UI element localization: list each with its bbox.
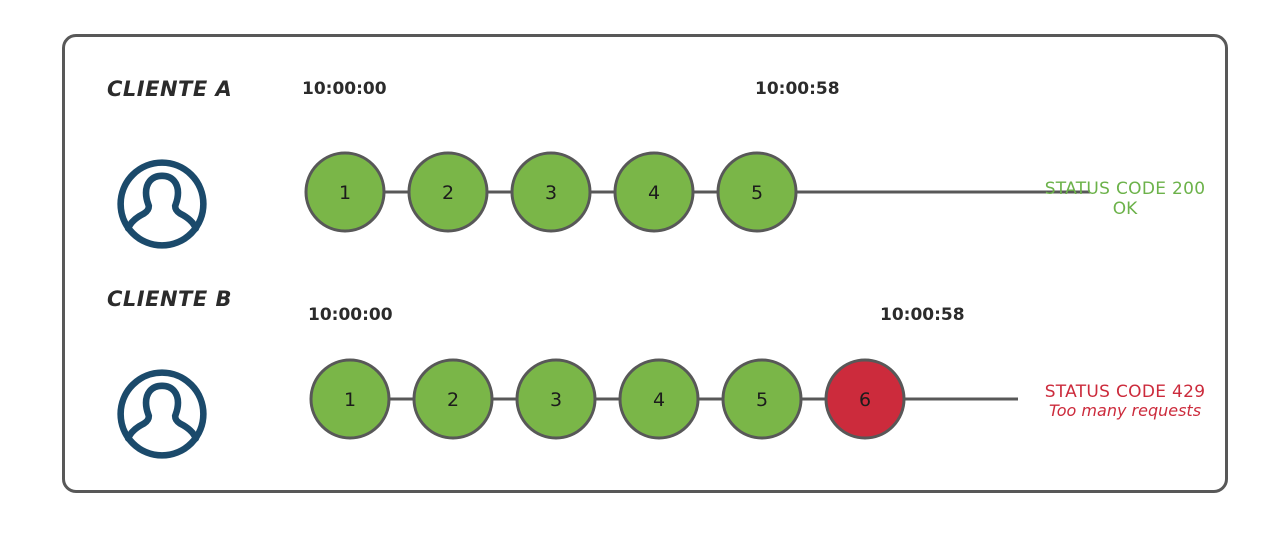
request-node[interactable]: 4 <box>618 358 700 440</box>
request-node-number: 4 <box>653 389 665 411</box>
client-label-a: CLIENTE A <box>107 77 233 101</box>
request-node-number: 6 <box>859 389 871 411</box>
request-node[interactable]: 1 <box>304 151 386 233</box>
timestamp-start-a: 10:00:00 <box>302 79 387 99</box>
client-label-b: CLIENTE B <box>107 287 233 311</box>
request-node[interactable]: 2 <box>412 358 494 440</box>
request-node-number: 5 <box>751 182 763 204</box>
request-node-number: 5 <box>756 389 768 411</box>
request-node[interactable]: 1 <box>309 358 391 440</box>
request-node[interactable]: 3 <box>515 358 597 440</box>
status-code-a: STATUS CODE 200 <box>1044 179 1206 199</box>
status-badge-a: STATUS CODE 200 OK <box>1025 179 1225 219</box>
timestamp-end-a: 10:00:58 <box>755 79 840 99</box>
request-node-number: 1 <box>344 389 356 411</box>
request-chain-b: 1 2 3 4 5 <box>295 354 1055 444</box>
request-node[interactable]: 3 <box>510 151 592 233</box>
status-message-b: Too many requests <box>1048 401 1202 421</box>
request-node-number: 2 <box>447 389 459 411</box>
status-code-b: STATUS CODE 429 <box>1044 382 1206 402</box>
timestamp-end-b: 10:00:58 <box>880 305 965 325</box>
request-node-number: 1 <box>339 182 351 204</box>
diagram-panel: CLIENTE A 10:00:00 10:00:58 <box>62 34 1228 493</box>
request-node-number: 3 <box>545 182 557 204</box>
request-chain-a: 1 2 3 4 5 <box>290 147 1090 237</box>
timestamp-start-b: 10:00:00 <box>308 305 393 325</box>
request-node[interactable]: 5 <box>716 151 798 233</box>
status-badge-b: STATUS CODE 429 Too many requests <box>1010 382 1240 421</box>
request-node[interactable]: 5 <box>721 358 803 440</box>
user-avatar-icon <box>115 157 209 256</box>
status-message-a: OK <box>1112 199 1138 220</box>
user-avatar-icon <box>115 367 209 466</box>
request-node[interactable]: 2 <box>407 151 489 233</box>
request-node-rejected[interactable]: 6 <box>824 358 906 440</box>
request-node[interactable]: 4 <box>613 151 695 233</box>
request-node-number: 3 <box>550 389 562 411</box>
request-node-number: 4 <box>648 182 660 204</box>
request-node-number: 2 <box>442 182 454 204</box>
